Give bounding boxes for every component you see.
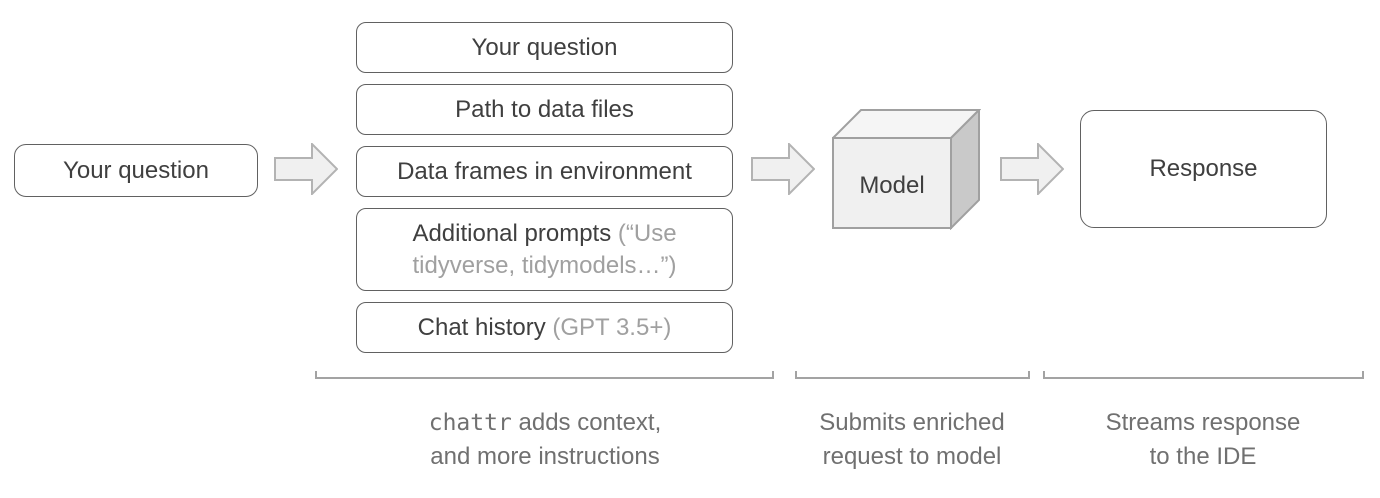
caption-streams-response: Streams response to the IDE: [1053, 406, 1353, 474]
cube-front-face: [832, 137, 952, 229]
stack-item-label: Additional prompts: [412, 219, 612, 247]
right-arrow-icon: [1000, 143, 1064, 195]
stack-item-your-question: Your question: [356, 22, 733, 73]
stack-item-note: (GPT 3.5+): [545, 313, 672, 341]
model-cube: Model: [832, 109, 981, 230]
stack-item-data-frames: Data frames in environment: [356, 146, 733, 197]
stack-item-additional-prompts: Additional prompts (“Use tidyverse, tidy…: [356, 208, 733, 291]
your-question-box: Your question: [14, 144, 258, 197]
caption-text: adds context,: [511, 409, 662, 436]
stack-item-label: Chat history: [417, 313, 546, 341]
caption-line-2: to the IDE: [1149, 443, 1257, 470]
stack-item-note: (“Use tidyverse, tidymodels…”): [412, 219, 677, 279]
stack-item-label: Your question: [471, 33, 618, 61]
stack-item-path-to-data-files: Path to data files: [356, 84, 733, 135]
caption-line-1: Streams response: [1105, 409, 1301, 436]
your-question-label: Your question: [63, 156, 209, 184]
caption-line-2: request to model: [822, 443, 1002, 470]
bracket-stream: [1043, 371, 1364, 379]
model-label: Model: [859, 172, 924, 199]
stack-item-label: Path to data files: [455, 95, 634, 123]
caption-submits-request: Submits enriched request to model: [762, 406, 1062, 474]
bracket-submit: [795, 371, 1030, 379]
response-label: Response: [1149, 155, 1258, 182]
stack-item-text: Chat history (GPT 3.5+): [418, 312, 672, 344]
chattr-code-text: chattr: [428, 410, 512, 436]
right-arrow-icon: [751, 143, 815, 195]
right-arrow-icon: [274, 143, 338, 195]
stack-item-label: Data frames in environment: [397, 157, 692, 185]
bracket-context: [315, 371, 774, 379]
caption-line-1: chattr adds context,: [345, 406, 745, 440]
stack-item-text: Additional prompts (“Use tidyverse, tidy…: [375, 218, 714, 282]
stack-item-text: Path to data files: [455, 94, 634, 126]
caption-line-2: and more instructions: [430, 443, 660, 470]
response-box: Response: [1080, 110, 1327, 228]
stack-item-chat-history: Chat history (GPT 3.5+): [356, 302, 733, 353]
caption-line-1: Submits enriched: [819, 409, 1005, 436]
caption-chattr-context: chattr adds context, and more instructio…: [345, 406, 745, 474]
stack-item-text: Your question: [472, 32, 618, 64]
stack-item-text: Data frames in environment: [397, 156, 692, 188]
